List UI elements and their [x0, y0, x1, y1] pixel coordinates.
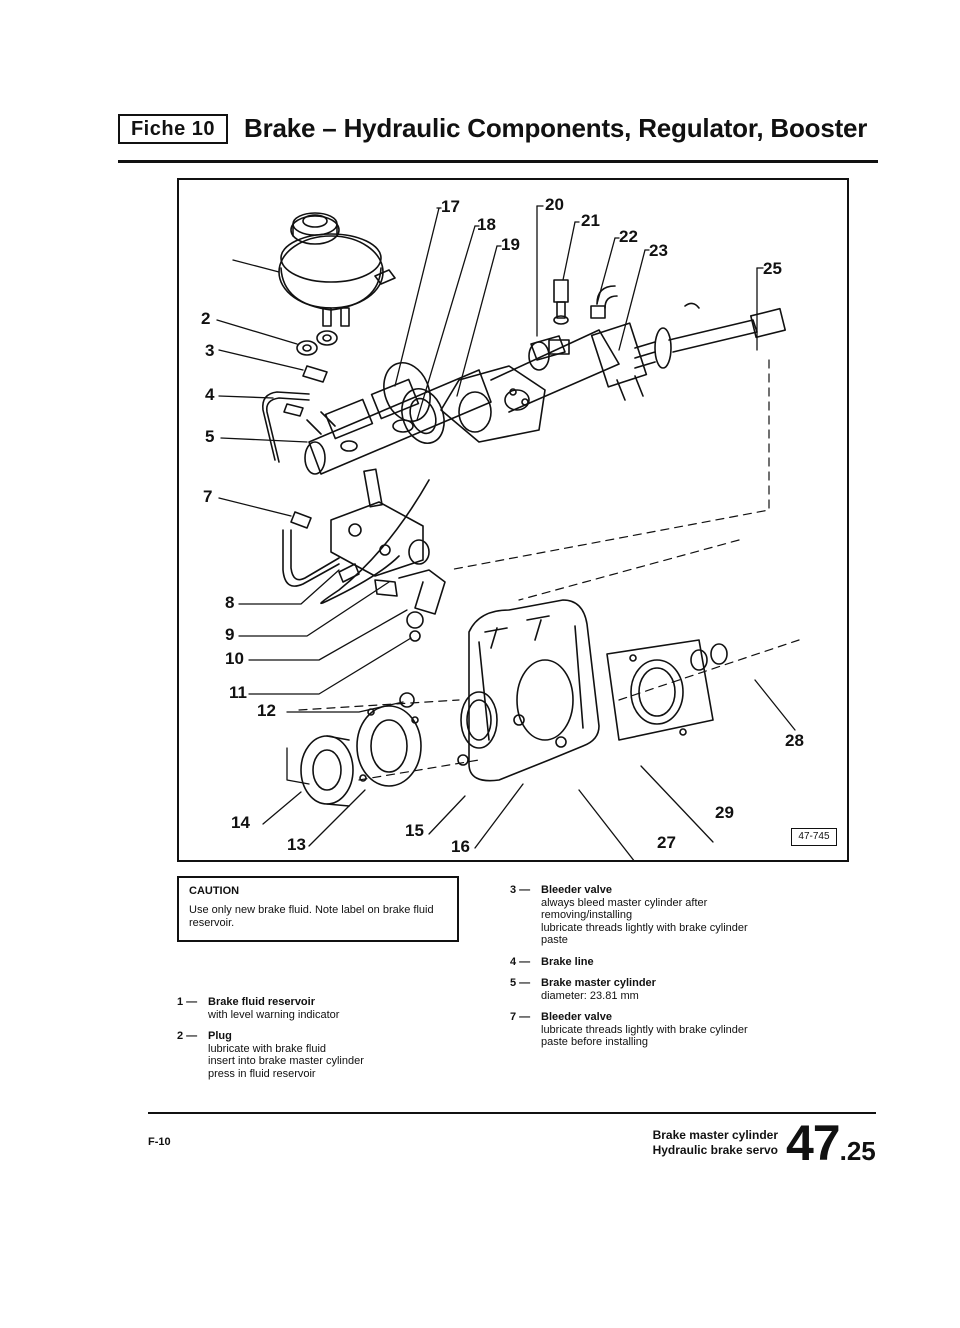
- title-divider: [118, 160, 878, 163]
- fiche-label: Fiche 10: [118, 114, 228, 144]
- callout-22: 22: [619, 227, 638, 246]
- callout-25: 25: [763, 259, 782, 278]
- legend-name: Brake fluid reservoir: [208, 996, 315, 1008]
- caution-text: Use only new brake fluid. Note label on …: [189, 904, 434, 929]
- legend-note: diameter: 23.81 mm: [541, 989, 639, 1002]
- caution-title: CAUTION: [189, 885, 240, 897]
- brake-fluid-reservoir-drawing: [278, 212, 396, 327]
- callout-28: 28: [785, 731, 804, 750]
- legend-number: 4 —: [510, 955, 531, 968]
- legend-name: Bleeder valve: [541, 884, 612, 896]
- loop-line-drawing: [320, 479, 430, 605]
- pressure-switch-drawing: [530, 279, 618, 361]
- page-title: Brake – Hydraulic Components, Regulator,…: [244, 113, 868, 143]
- bleeder-valves-drawing: [283, 365, 328, 529]
- callout-15: 15: [405, 821, 424, 840]
- legend-number: 1 —: [177, 996, 198, 1008]
- section-major: 47: [786, 1115, 841, 1171]
- legend-right: 3 — Bleeder valve always bleed master cy…: [510, 884, 750, 1058]
- callout-23: 23: [649, 241, 668, 260]
- footer-subject-line-2: Hydraulic brake servo: [652, 1143, 778, 1157]
- legend-name: Brake line: [541, 955, 594, 968]
- diagram-drawing: [216, 205, 800, 860]
- section-number: 47.25: [786, 1118, 876, 1181]
- exploded-diagram: 2 3 4 5 7 8 9 10 11 12 13 14 15 16 17 18…: [177, 178, 849, 862]
- callout-29: 29: [715, 803, 734, 822]
- callout-9: 9: [225, 625, 235, 644]
- legend-item-4: 4 — Brake line: [510, 956, 750, 969]
- brake-line-lower-drawing: [282, 529, 340, 587]
- callout-18: 18: [477, 215, 496, 234]
- callout-17: 17: [441, 197, 460, 216]
- legend-note: lubricate threads lightly with brake cyl…: [541, 921, 748, 947]
- grommets-drawing: [296, 330, 338, 356]
- legend-note: always bleed master cylinder after remov…: [541, 896, 708, 922]
- caution-box: CAUTION Use only new brake fluid. Note l…: [177, 876, 459, 942]
- callout-8: 8: [225, 593, 235, 612]
- legend-note: lubricate threads lightly with brake cyl…: [541, 1023, 748, 1049]
- master-cylinder-drawing: [304, 369, 492, 475]
- section-minor: .25: [839, 1136, 876, 1166]
- brake-line-drawing: [261, 391, 310, 463]
- legend-note: insert into brake master cylinder: [208, 1055, 364, 1067]
- footer-subject-line-1: Brake master cylinder: [652, 1128, 778, 1142]
- seal-flange-drawing: [300, 691, 498, 807]
- legend-name: Plug: [208, 1030, 232, 1042]
- callout-14: 14: [231, 813, 250, 832]
- callout-11: 11: [229, 683, 247, 702]
- callout-3: 3: [205, 341, 215, 360]
- callout-7: 7: [203, 487, 213, 506]
- callout-16: 16: [451, 837, 470, 856]
- legend-item-2: 2 — Plug lubricate with brake fluid inse…: [177, 1030, 467, 1080]
- legend-note: with level warning indicator: [208, 1008, 340, 1021]
- legend-item-3: 3 — Bleeder valve always bleed master cy…: [510, 884, 750, 947]
- callout-20: 20: [545, 195, 564, 214]
- legend-name: Brake master cylinder: [541, 977, 656, 989]
- alignment-lines-drawing: [298, 359, 800, 781]
- servo-bracket-drawing: [468, 599, 600, 782]
- callout-4: 4: [205, 385, 215, 404]
- leader-lines-drawing: [216, 205, 796, 860]
- callout-2: 2: [201, 309, 211, 328]
- legend-number: 3 —: [510, 884, 531, 896]
- figure-id: 47-745: [791, 828, 837, 846]
- callout-21: 21: [581, 211, 600, 230]
- legend-item-1: 1 — Brake fluid reservoir with level war…: [177, 996, 467, 1021]
- servo-front-plate-drawing: [606, 639, 728, 741]
- legend-item-5: 5 — Brake master cylinder diameter: 23.8…: [510, 977, 750, 1002]
- legend-item-7: 7 — Bleeder valve lubricate threads ligh…: [510, 1011, 750, 1049]
- callout-27: 27: [657, 833, 676, 852]
- callout-10: 10: [225, 649, 244, 668]
- callout-19: 19: [501, 235, 520, 254]
- legend-number: 5 —: [510, 977, 531, 989]
- servo-cylinder-drawing: [440, 302, 787, 443]
- legend-number: 7 —: [510, 1011, 531, 1023]
- legend-number: 2 —: [177, 1030, 198, 1042]
- legend-note: lubricate with brake fluid: [208, 1042, 327, 1055]
- footer-subject: Brake master cylinder Hydraulic brake se…: [612, 1128, 778, 1158]
- pressure-regulator-drawing: [330, 468, 446, 642]
- callout-5: 5: [205, 427, 215, 446]
- page-code: F-10: [148, 1136, 171, 1148]
- legend-left: 1 — Brake fluid reservoir with level war…: [177, 996, 467, 1089]
- callout-13: 13: [287, 835, 306, 854]
- legend-note: press in fluid reservoir: [208, 1067, 316, 1080]
- callout-12: 12: [257, 701, 276, 720]
- legend-name: Bleeder valve: [541, 1011, 612, 1023]
- footer-divider: [148, 1112, 876, 1114]
